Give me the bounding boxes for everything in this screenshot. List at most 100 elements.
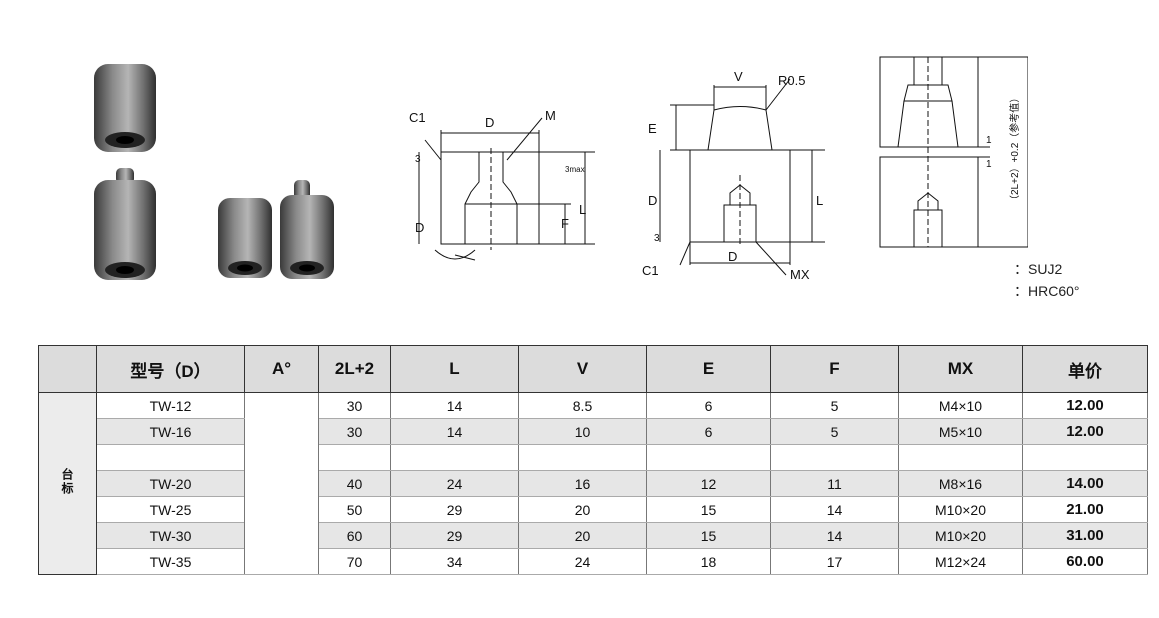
cell-angle bbox=[244, 392, 319, 575]
cell-price: 12.00 bbox=[1022, 418, 1148, 445]
cell-f bbox=[770, 444, 899, 471]
technical-drawing-3: 1 1 （2L+2）+0.2（参考值） bbox=[879, 56, 1028, 248]
cell-mx: M10×20 bbox=[898, 496, 1023, 523]
cell-f: 14 bbox=[770, 496, 899, 523]
cell-2l2: 30 bbox=[318, 392, 391, 419]
header-2l2: 2L+2 bbox=[318, 345, 391, 393]
cell-model: TW-35 bbox=[96, 548, 245, 575]
label-d-tol: D bbox=[648, 193, 657, 208]
table-row: TW-25 50 29 20 15 14 M10×20 21.00 bbox=[39, 496, 1148, 523]
cell-f: 14 bbox=[770, 522, 899, 549]
technical-drawing-1: C1 D M 3 D F L 3max bbox=[409, 108, 595, 261]
cell-mx: M12×24 bbox=[898, 548, 1023, 575]
cell-2l2: 60 bbox=[318, 522, 391, 549]
cell-e: 12 bbox=[646, 470, 771, 497]
cell-l bbox=[390, 444, 519, 471]
cell-2l2: 70 bbox=[318, 548, 391, 575]
pin-photo-4 bbox=[280, 180, 334, 279]
label-l: L bbox=[579, 202, 586, 217]
label-c1b: C1 bbox=[642, 263, 659, 278]
cell-mx: M8×16 bbox=[898, 470, 1023, 497]
cell-price: 12.00 bbox=[1022, 392, 1148, 419]
header-e: E bbox=[646, 345, 771, 393]
label-m: M bbox=[545, 108, 556, 123]
cell-v: 8.5 bbox=[518, 392, 647, 419]
header-price: 单价 bbox=[1022, 345, 1148, 393]
side-label: 台标 bbox=[60, 468, 74, 496]
cell-price: 31.00 bbox=[1022, 522, 1148, 549]
cell-l: 14 bbox=[390, 392, 519, 419]
cell-model: TW-12 bbox=[96, 392, 245, 419]
cell-e: 6 bbox=[646, 392, 771, 419]
side-label-cell: 台标 bbox=[38, 392, 97, 575]
cell-f: 5 bbox=[770, 418, 899, 445]
cell-2l2: 40 bbox=[318, 470, 391, 497]
cell-mx: M5×10 bbox=[898, 418, 1023, 445]
cell-model: TW-20 bbox=[96, 470, 245, 497]
cell-mx: M4×10 bbox=[898, 392, 1023, 419]
cell-f: 11 bbox=[770, 470, 899, 497]
cell-v bbox=[518, 444, 647, 471]
technical-drawing-2: V R0.5 E D L 3 C1 D MX bbox=[642, 69, 825, 282]
label-1b: 1 bbox=[986, 159, 992, 170]
table-row: 台标 TW-12 30 14 8.5 6 5 M4×10 12.00 bbox=[38, 392, 1148, 575]
label-f: F bbox=[561, 216, 569, 231]
label-l2: L bbox=[816, 193, 823, 208]
cell-v: 16 bbox=[518, 470, 647, 497]
label-tol-d: D bbox=[415, 220, 424, 235]
label-e: E bbox=[648, 121, 657, 136]
cell-model: TW-16 bbox=[96, 418, 245, 445]
cell-e: 6 bbox=[646, 418, 771, 445]
cell-model: TW-30 bbox=[96, 522, 245, 549]
cell-e: 18 bbox=[646, 548, 771, 575]
cell-l: 34 bbox=[390, 548, 519, 575]
cell-price: 21.00 bbox=[1022, 496, 1148, 523]
table-row: TW-35 70 34 24 18 17 M12×24 60.00 bbox=[39, 548, 1148, 575]
header-f: F bbox=[770, 345, 899, 393]
pin-photo-2 bbox=[94, 168, 156, 280]
cell-v: 10 bbox=[518, 418, 647, 445]
cell-e: 15 bbox=[646, 496, 771, 523]
label-ref: （2L+2）+0.2（参考值） bbox=[1008, 93, 1021, 205]
label-1a: 1 bbox=[986, 135, 992, 146]
hardness-text: ：HRC60° bbox=[1014, 283, 1080, 299]
material-specs: ：SUJ2 ：HRC60° bbox=[1014, 258, 1080, 302]
cell-2l2: 30 bbox=[318, 418, 391, 445]
pin-photo-3 bbox=[218, 198, 272, 278]
label-d: D bbox=[485, 115, 494, 130]
header-l: L bbox=[390, 345, 519, 393]
header-v: V bbox=[518, 345, 647, 393]
cell-price: 14.00 bbox=[1022, 470, 1148, 497]
cell-v: 20 bbox=[518, 522, 647, 549]
table-row: TW-20 40 24 16 12 11 M8×16 14.00 bbox=[39, 470, 1148, 497]
label-3b: 3 bbox=[654, 233, 660, 244]
spec-table: 型号（D） A° 2L+2 L V E F MX 单价 台标 TW-12 30 … bbox=[38, 345, 1148, 575]
header-angle: A° bbox=[244, 345, 319, 393]
cell-v: 20 bbox=[518, 496, 647, 523]
table-row bbox=[39, 444, 1148, 471]
table-header-row: 型号（D） A° 2L+2 L V E F MX 单价 bbox=[38, 345, 1148, 393]
material-text: ：SUJ2 bbox=[1014, 261, 1063, 277]
cell-price: 60.00 bbox=[1022, 548, 1148, 575]
cell-mx: M10×20 bbox=[898, 522, 1023, 549]
cell-v: 24 bbox=[518, 548, 647, 575]
cell-e bbox=[646, 444, 771, 471]
label-3: 3 bbox=[415, 154, 421, 165]
cell-2l2: 50 bbox=[318, 496, 391, 523]
header-corner bbox=[38, 345, 97, 393]
cell-e: 15 bbox=[646, 522, 771, 549]
pin-photo-1 bbox=[94, 64, 156, 152]
label-3max: 3max bbox=[565, 165, 585, 174]
cell-l: 29 bbox=[390, 522, 519, 549]
cell-f: 17 bbox=[770, 548, 899, 575]
cell-l: 14 bbox=[390, 418, 519, 445]
cell-l: 29 bbox=[390, 496, 519, 523]
header-mx: MX bbox=[898, 345, 1023, 393]
cell-model bbox=[96, 444, 245, 471]
label-r05: R0.5 bbox=[778, 73, 805, 88]
label-v: V bbox=[734, 69, 743, 84]
label-c1: C1 bbox=[409, 110, 426, 125]
cell-l: 24 bbox=[390, 470, 519, 497]
cell-mx bbox=[898, 444, 1023, 471]
table-row: TW-30 60 29 20 15 14 M10×20 31.00 bbox=[39, 522, 1148, 549]
